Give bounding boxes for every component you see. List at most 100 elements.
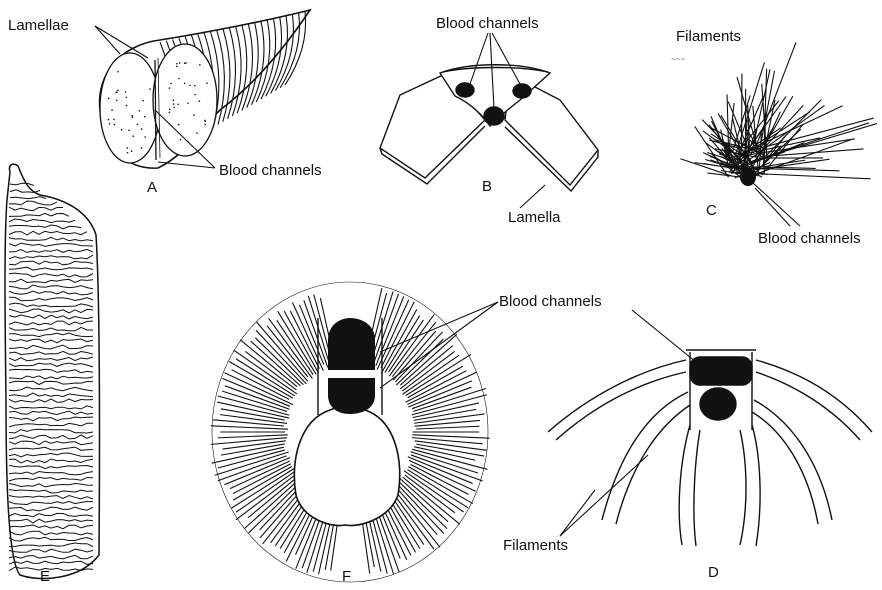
stipple-dot [142,100,144,102]
filament-hair [213,420,284,426]
stipple-dot [108,98,110,100]
stipple-dot [127,147,129,149]
stipple-dot [131,150,133,152]
letter-f: F [342,568,351,585]
stipple-dot [179,62,181,64]
label-c-blood-channels: Blood channels [758,230,861,247]
filament-hair [395,332,442,382]
stipple-dot [111,109,113,111]
filament-hair [402,355,459,394]
panel-b-blood-channel-left [456,83,474,97]
panel-d-blood-channel-lower [700,388,736,420]
stipple-dot [126,105,128,107]
stipple-dot [141,147,143,149]
stipple-dot [114,124,116,126]
stipple-dot [199,100,201,102]
stipple-dot [137,124,139,126]
stipple-dot [128,129,130,131]
panel-b-blood-channel-right [513,84,531,98]
stipple-dot [117,90,119,92]
stipple-dot [169,87,171,89]
letter-a: A [147,179,157,196]
panel-b-blood-channel-center [484,107,504,125]
stipple-dot [176,66,178,68]
stipple-dot [170,83,172,85]
stipple-dot [121,129,123,131]
lamella-rib [228,28,236,119]
stipple-dot [196,132,198,134]
letter-e: E [40,568,50,585]
filament-hair [215,452,289,475]
letter-d: D [708,564,719,581]
filament-hair [416,426,479,429]
stipple-dot [184,62,186,64]
filament-hair [211,426,288,429]
stipple-dot [125,91,127,93]
stipple-dot [178,78,180,80]
filament-hair [412,435,489,438]
panel-f-lumen [294,406,399,525]
stipple-dot [178,124,180,126]
stipple-dot [132,116,134,118]
stipple-dot [194,94,196,96]
stipple-dot [126,97,128,99]
stipple-dot [173,103,175,105]
stipple-dot [173,99,175,101]
panel-f-blood-channel-lower [328,378,375,414]
stipple-dot [117,71,119,73]
stipple-dot [141,128,143,130]
label-f-blood-channels: Blood channels [499,293,602,310]
scribble-mark: ~~~ [671,55,685,64]
label-a-lamellae: Lamellae [8,17,69,34]
stipple-dot [132,135,134,137]
stipple-dot [169,111,171,113]
lamella-rib [232,26,241,116]
panel-a-lamellar-gill [95,10,310,168]
panel-d-filament-gill [548,310,872,546]
stipple-dot [139,110,141,112]
stipple-dot [176,63,178,65]
stipple-dot [131,115,133,117]
label-b-blood-channels: Blood channels [436,15,539,32]
stipple-dot [149,88,151,90]
panel-f-gill-cross-section [211,282,498,582]
panel-d-blood-channel-upper [690,357,752,385]
panel-c-filamentous-gill [680,42,876,226]
stipple-dot [109,123,111,125]
stipple-dot [189,85,191,87]
filament-hair [393,488,440,547]
stipple-dot [204,124,206,126]
filament-hair [236,473,298,520]
label-c-filaments: Filaments [676,28,741,45]
letter-b: B [482,178,492,195]
panel-a-left-lobe [100,53,160,163]
filament-hair [412,438,483,444]
stipple-dot [194,85,196,87]
stipple-dot [184,83,186,85]
stipple-dot [127,152,129,154]
label-a-blood-channels: Blood channels [219,162,322,179]
stipple-dot [116,92,118,94]
panel-f-blood-channel-upper [328,318,375,370]
filament-hair [211,438,287,445]
stipple-dot [204,120,206,122]
stipple-dot [169,108,171,110]
stipple-dot [206,82,208,84]
filament-hair [415,420,480,426]
panel-e-gill-side-view [5,164,100,578]
stipple-dot [177,103,179,105]
stipple-dot [180,139,182,141]
label-d-filaments: Filaments [503,537,568,554]
filament-hair [218,435,288,438]
stipple-dot [108,119,110,121]
stipple-dot [187,102,189,104]
stipple-dot [173,107,175,109]
stipple-dot [193,114,195,116]
stipple-dot [144,116,146,118]
filament-hair [269,318,313,378]
stipple-dot [144,136,146,138]
stipple-dot [116,99,118,101]
stipple-dot [113,119,115,121]
stipple-dot [185,62,187,64]
